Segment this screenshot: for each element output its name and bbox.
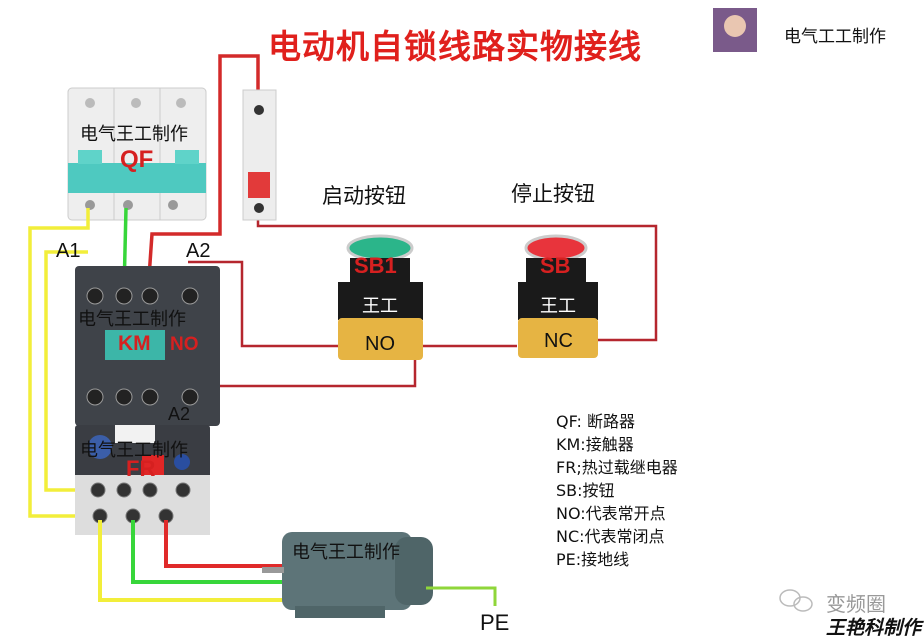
- km-label: KM: [118, 332, 151, 355]
- legend-item: QF: 断路器: [556, 412, 636, 431]
- pe-label: PE: [480, 610, 510, 635]
- watermark-km: 电气王工制作: [78, 309, 186, 330]
- sb1-body-text: 王工: [362, 296, 398, 317]
- km-no-label: NO: [170, 334, 199, 355]
- wire-yellow-t1: [98, 520, 340, 602]
- contactor-km: [75, 266, 220, 426]
- diagram-title: 电动机自锁线路实物接线: [268, 27, 642, 66]
- wechat-icon: [779, 589, 813, 612]
- legend-item: SB:按钮: [556, 481, 615, 500]
- sb1-label[interactable]: SB1: [354, 253, 397, 278]
- overload-relay-fr: [75, 425, 210, 535]
- a2-label: A2: [186, 240, 211, 262]
- legend: QF: 断路器 KM:接触器 FR;热过载继电器 SB:按钮 NO:代表常开点 …: [556, 410, 678, 571]
- legend-item: PE:接地线: [556, 550, 630, 569]
- qf-label: QF: [120, 146, 154, 173]
- legend-item: FR;热过载继电器: [556, 458, 678, 477]
- aux-a2-label: A2: [168, 404, 191, 424]
- a1-label: A1: [56, 240, 81, 262]
- watermark-motor: 电气王工制作: [292, 542, 400, 563]
- control-breaker: [242, 89, 277, 221]
- watermark-fr: 电气王工制作: [80, 440, 188, 461]
- wire-green-t2: [131, 520, 336, 584]
- wire-green-pe: [426, 586, 497, 606]
- watermark-qf: 电气王工制作: [80, 124, 188, 145]
- sb-body-text: 王工: [540, 296, 576, 317]
- signature: 王艳科制作: [826, 617, 922, 639]
- wire-start-to-a2: [188, 260, 340, 348]
- legend-item: KM:接触器: [556, 435, 634, 454]
- legend-item: NC:代表常闭点: [556, 527, 665, 546]
- channel-name: 变频圈: [826, 592, 886, 616]
- start-button-caption: 启动按钮: [322, 184, 406, 208]
- wire-yellow-coil: [44, 250, 98, 492]
- sb1-no-label: NO: [365, 333, 395, 355]
- motor: [262, 532, 433, 618]
- start-button-body: [338, 234, 423, 360]
- wire-red-t3: [164, 520, 336, 568]
- legend-item: NO:代表常开点: [556, 504, 666, 523]
- sb-label[interactable]: SB: [540, 253, 571, 278]
- main-breaker-qf: [67, 87, 207, 221]
- author-label: 电气工工制作: [784, 27, 886, 47]
- fr-label: FR: [126, 456, 156, 481]
- wire-breaker-to-stop: [256, 212, 658, 342]
- stop-button-body: [518, 234, 598, 358]
- sb-nc-label: NC: [544, 330, 573, 352]
- stop-button-caption: 停止按钮: [511, 182, 595, 206]
- wire-red-supply: [146, 54, 260, 293]
